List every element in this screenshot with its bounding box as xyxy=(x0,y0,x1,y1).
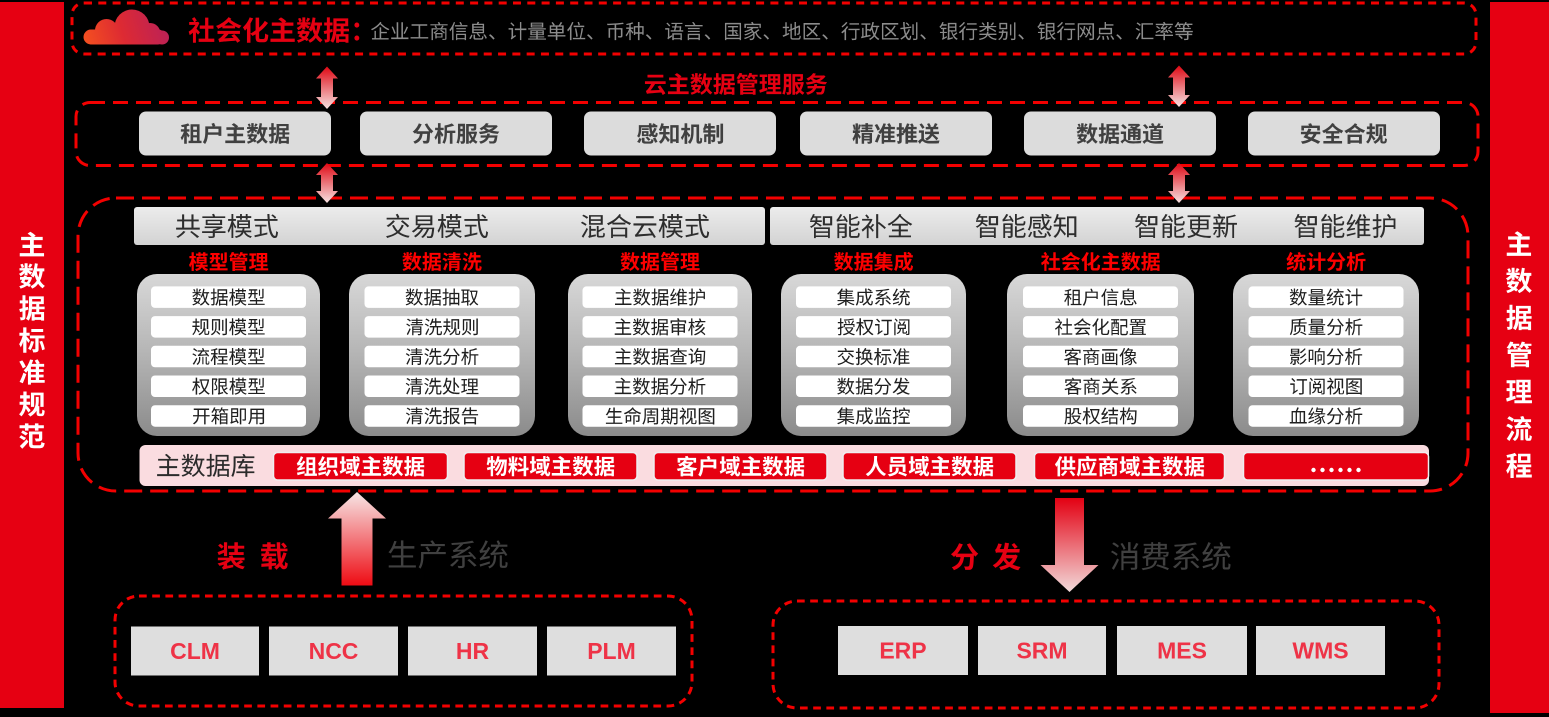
svg-text:HR: HR xyxy=(456,638,490,664)
svg-text:NCC: NCC xyxy=(309,638,359,664)
svg-text:ERP: ERP xyxy=(879,638,926,664)
svg-text:WMS: WMS xyxy=(1292,638,1348,664)
svg-text:PLM: PLM xyxy=(587,638,636,664)
svg-text:MES: MES xyxy=(1157,638,1207,664)
svg-text:CLM: CLM xyxy=(170,638,220,664)
svg-text:SRM: SRM xyxy=(1016,638,1067,664)
